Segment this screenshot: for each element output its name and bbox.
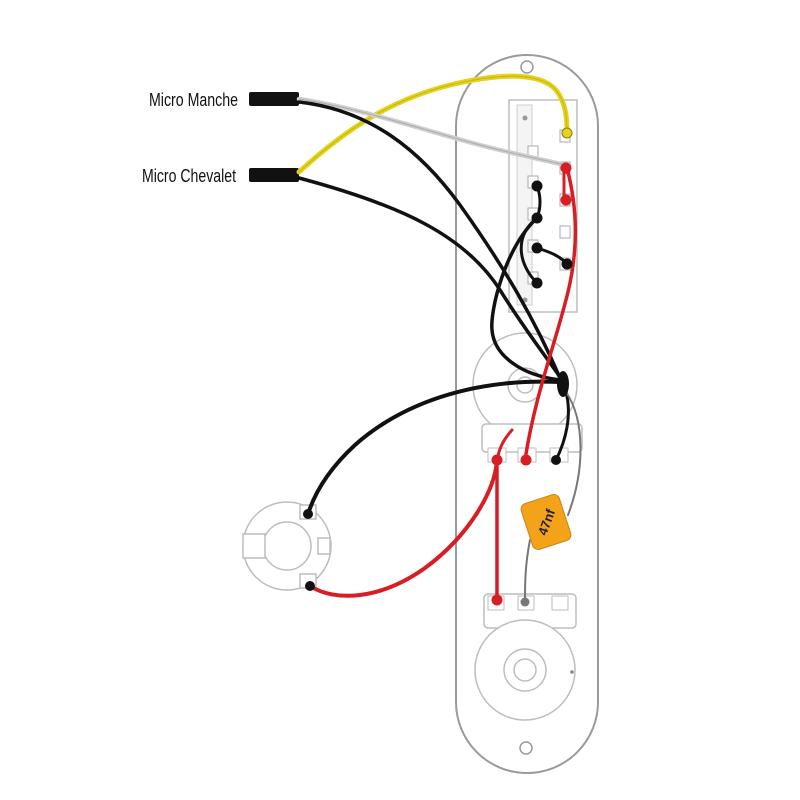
wire-black-ground-to-jack	[306, 379, 562, 516]
solder-dot-black	[551, 455, 561, 465]
pot-ground-solder-blob	[557, 371, 569, 397]
neck-pickup-terminal	[249, 92, 299, 106]
bridge-pickup-label: Micro Chevalet	[142, 166, 236, 186]
solder-dot-red	[520, 454, 532, 466]
plate-screw-hole-top	[520, 60, 534, 74]
tone-pot	[474, 593, 577, 721]
solder-dot-yellow	[561, 127, 573, 139]
capacitor: 47nf	[520, 494, 572, 550]
solder-dot-red	[491, 454, 503, 466]
solder-dot-red	[560, 162, 572, 174]
output-jack	[242, 501, 332, 591]
wire-red-switch-to-volume	[523, 166, 578, 462]
solder-dot-black	[561, 258, 573, 270]
wire-black-pot-ground-lug	[554, 390, 570, 462]
solder-dot-red	[491, 594, 503, 606]
solder-dot-black	[531, 277, 543, 289]
wire-black-bridge-ground	[297, 176, 564, 382]
solder-dot-black	[305, 581, 315, 591]
bridge-pickup-terminal	[249, 168, 299, 182]
wire-red-volume-to-jack	[308, 458, 499, 598]
wire-gray-cap-lead-2	[524, 539, 531, 601]
wire-gray-cap-lead-1	[565, 391, 582, 516]
solder-dot-black	[531, 242, 543, 254]
wire-black-switch-to-pot	[490, 216, 562, 382]
solder-dot-red	[560, 194, 572, 206]
solder-dot-black	[303, 509, 313, 519]
solder-dot-black	[531, 180, 543, 192]
solder-joints	[303, 127, 573, 607]
wire-yellow-bridge-hot	[296, 73, 570, 175]
solder-dot-black	[531, 212, 543, 224]
plate-screw-hole-bottom	[519, 741, 533, 755]
solder-dot-gray	[520, 597, 530, 607]
neck-pickup-label: Micro Manche	[149, 90, 238, 110]
wire-black-neck-ground	[297, 100, 562, 380]
